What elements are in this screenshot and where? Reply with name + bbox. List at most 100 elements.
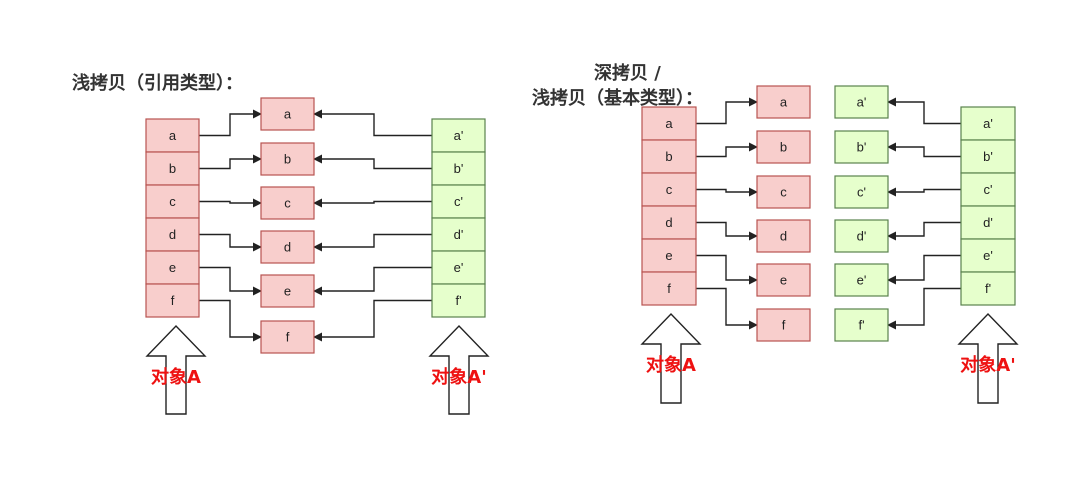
deep-object-b-cell-label: b' [983, 149, 993, 164]
deep-a-to-copy-0 [696, 97, 758, 125]
deep-copy-a-cell-box [756, 85, 811, 119]
shallow-shared-cell-box [260, 142, 315, 176]
shallow-object-b-cell-box [431, 283, 486, 318]
deep-b-to-copy-2 [887, 187, 961, 197]
deep-object-b-cell-1: b' [960, 139, 1016, 174]
shallow-object-a-cell-box [145, 151, 200, 186]
shallow-shared-cell-label: d [284, 240, 291, 255]
deep-copy-a-cell-1: b [756, 130, 811, 164]
deep-copy-a-cell-label: a [780, 95, 788, 110]
object-a-pointer-arrow-right [640, 312, 702, 404]
deep-object-a-cell-box [641, 172, 697, 207]
deep-copy-b-cell-1: b' [834, 130, 889, 164]
deep-object-a-cell-1: b [641, 139, 697, 174]
deep-object-a-cell-0: a [641, 106, 697, 141]
deep-b-to-copy-1 [887, 142, 961, 158]
deep-copy-a-cell-label: e [780, 273, 787, 288]
shallow-object-a-cell-4: e [145, 250, 200, 285]
shallow-object-b-cell-5: f' [431, 283, 486, 318]
deep-object-b-cell-label: d' [983, 215, 993, 230]
shallow-object-a-label: 对象A [151, 366, 201, 388]
deep-copy-a-cell-5: f [756, 308, 811, 342]
deep-b-to-copy-4 [887, 254, 961, 285]
shallow-object-b-cell-label: e' [454, 260, 464, 275]
deep-object-a-cell-3: d [641, 205, 697, 240]
deep-object-a-cell-label: b [665, 149, 672, 164]
deep-a-to-copy-2 [696, 187, 758, 197]
shallow-shared-cell-4: e [260, 274, 315, 308]
shallow-object-b-cell-box [431, 217, 486, 252]
deep-b-to-copy-5 [887, 287, 961, 330]
deep-copy-b-cell-3: d' [834, 219, 889, 253]
deep-object-b-cell-box [960, 106, 1016, 141]
shallow-a-to-shared-4 [199, 266, 262, 296]
deep-copy-b-cell-box [834, 219, 889, 253]
shallow-a-to-shared-3 [199, 233, 262, 252]
deep-copy-b-cell-label: e' [857, 273, 867, 288]
deep-b-to-copy-3 [887, 221, 961, 241]
deep-copy-a-cell-box [756, 308, 811, 342]
deep-object-b-cell-0: a' [960, 106, 1016, 141]
shallow-object-b-label: 对象A' [431, 366, 486, 388]
object-a-pointer-arrow-left [145, 324, 207, 415]
shallow-object-b-cell-box [431, 184, 486, 219]
shallow-object-b-cell-label: c' [454, 194, 463, 209]
shallow-object-b-cell-box [431, 250, 486, 285]
deep-a-to-copy-3 [696, 221, 758, 241]
shallow-object-b-cell-0: a' [431, 118, 486, 153]
deep-object-b-cell-4: e' [960, 238, 1016, 273]
shallow-b-to-shared-5 [313, 299, 432, 342]
shallow-a-to-shared-5 [199, 299, 262, 342]
deep-copy-b-cell-box [834, 308, 889, 342]
deep-copy-b-cell-label: d' [857, 229, 867, 244]
shallow-b-to-shared-1 [313, 154, 432, 170]
shallow-a-to-shared-1 [199, 154, 262, 170]
deep-object-a-cell-label: f [667, 281, 671, 296]
shallow-shared-cell-5: f [260, 320, 315, 354]
shallow-object-a-cell-5: f [145, 283, 200, 318]
deep-copy-a-cell-label: b [780, 140, 787, 155]
deep-copy-b-cell-box [834, 175, 889, 209]
deep-object-a-cell-label: d [665, 215, 672, 230]
deep-copy-a-cell-label: d [780, 229, 787, 244]
connector-lines [199, 97, 961, 342]
deep-object-b-cell-box [960, 271, 1016, 306]
deep-copy-b-cell-label: b' [857, 140, 867, 155]
object-b-pointer-arrow-right [957, 312, 1019, 404]
deep-copy-b-cell-4: e' [834, 263, 889, 297]
shallow-object-a-cell-box [145, 283, 200, 318]
deep-object-b-cell-label: f' [985, 281, 991, 296]
shallow-shared-cell-0: a [260, 97, 315, 131]
deep-object-a-label: 对象A [646, 354, 696, 376]
deep-copy-b-cell-box [834, 130, 889, 164]
shallow-title: 浅拷贝（引用类型）： [72, 72, 243, 94]
shallow-shared-cell-box [260, 97, 315, 131]
deep-copy-b-cell-0: a' [834, 85, 889, 119]
shallow-object-b-cell-label: a' [454, 128, 464, 143]
shallow-object-b-cell-1: b' [431, 151, 486, 186]
deep-b-to-copy-0 [887, 97, 961, 125]
shallow-shared-cell-label: b [284, 152, 291, 167]
deep-title-line2: 浅拷贝（基本类型）： [532, 87, 703, 109]
shallow-object-b-cell-4: e' [431, 250, 486, 285]
deep-a-to-copy-1 [696, 142, 758, 158]
shallow-object-a-cell-box [145, 118, 200, 153]
deep-object-a-cell-label: a [665, 116, 673, 131]
deep-object-b-label: 对象A' [960, 354, 1015, 376]
deep-copy-a-cell-box [756, 130, 811, 164]
shallow-object-a-cell-label: d [169, 227, 176, 242]
shallow-object-a-cell-1: b [145, 151, 200, 186]
shallow-a-to-shared-2 [199, 198, 262, 208]
deep-copy-a-cell-0: a [756, 85, 811, 119]
deep-object-b-cell-label: a' [983, 116, 993, 131]
object-b-pointer-arrow-left [428, 324, 490, 415]
deep-object-a-cell-box [641, 106, 697, 141]
deep-copy-a-cell-4: e [756, 263, 811, 297]
shallow-shared-cell-label: f [286, 330, 290, 345]
deep-copy-a-cell-label: f [782, 318, 786, 333]
deep-object-a-cell-2: c [641, 172, 697, 207]
deep-copy-b-cell-2: c' [834, 175, 889, 209]
shallow-object-a-cell-label: f [171, 293, 175, 308]
deep-object-a-cell-label: e [665, 248, 672, 263]
